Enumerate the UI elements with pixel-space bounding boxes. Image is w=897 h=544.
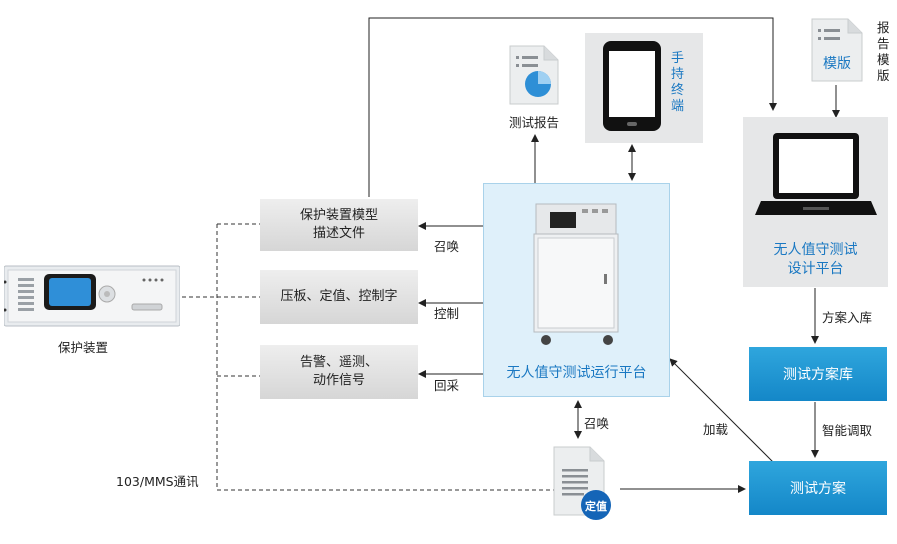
test-report-label: 测试报告: [509, 115, 560, 130]
template-icon: 模版: [810, 17, 864, 83]
load-label: 加载: [703, 422, 729, 437]
test-report-icon: [508, 44, 560, 106]
read-back-label: 回采: [434, 378, 460, 393]
control-label: 控制: [434, 306, 460, 321]
smart-fetch-label: 智能调取: [822, 423, 873, 438]
protection-device-label: 保护装置: [58, 340, 109, 355]
operation-platform-box[interactable]: 无人值守测试运行平台: [483, 183, 670, 397]
summon-label-2: 召唤: [584, 416, 610, 431]
model-file-box[interactable]: 保护装置模型 描述文件: [260, 199, 418, 251]
report-template-label: 报告模版: [877, 20, 890, 83]
comm-protocol-label: 103/MMS通讯: [116, 474, 199, 489]
design-platform-label: 无人值守测试 设计平台: [773, 242, 858, 277]
signals-box[interactable]: 告警、遥测、 动作信号: [260, 345, 418, 399]
test-cabinet-image: [533, 203, 619, 345]
laptop-icon: [755, 133, 877, 215]
handheld-terminal-label: 手持终端: [671, 51, 685, 114]
scheme-in-label: 方案入库: [822, 310, 873, 325]
protection-device-image: [3, 264, 181, 328]
setting-badge: 定值: [585, 500, 607, 513]
design-platform-box[interactable]: 无人值守测试 设计平台: [743, 117, 888, 287]
test-scheme-box[interactable]: 测试方案: [749, 461, 887, 515]
summon-label: 召唤: [434, 239, 460, 254]
scheme-library-box[interactable]: 测试方案库: [749, 347, 887, 401]
operation-platform-label: 无人值守测试运行平台: [506, 365, 647, 381]
tablet-icon: [603, 41, 661, 131]
handheld-terminal-box[interactable]: 手持终端: [585, 33, 703, 143]
pressure-plate-box[interactable]: 压板、定值、控制字: [260, 270, 418, 324]
setting-document-icon[interactable]: 定值: [552, 445, 614, 523]
template-icon-label: 模版: [823, 56, 851, 72]
